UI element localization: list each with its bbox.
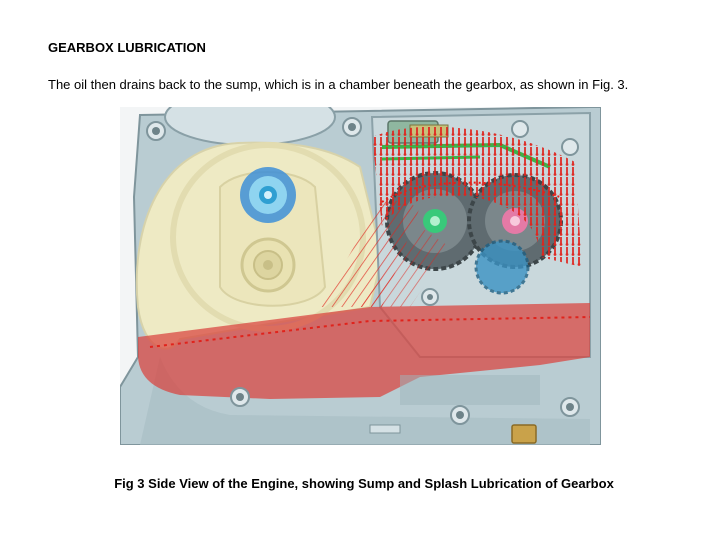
section-heading: GEARBOX LUBRICATION [48, 40, 206, 55]
figure-caption: Fig 3 Side View of the Engine, showing S… [114, 476, 614, 491]
intro-paragraph: The oil then drains back to the sump, wh… [48, 77, 629, 92]
oil-spray [372, 126, 582, 267]
oil-splash-stream [320, 197, 420, 307]
engine-figure [120, 107, 601, 445]
oil-sump [138, 303, 590, 399]
drain-plug [511, 424, 537, 444]
engine-illustration [120, 107, 601, 445]
